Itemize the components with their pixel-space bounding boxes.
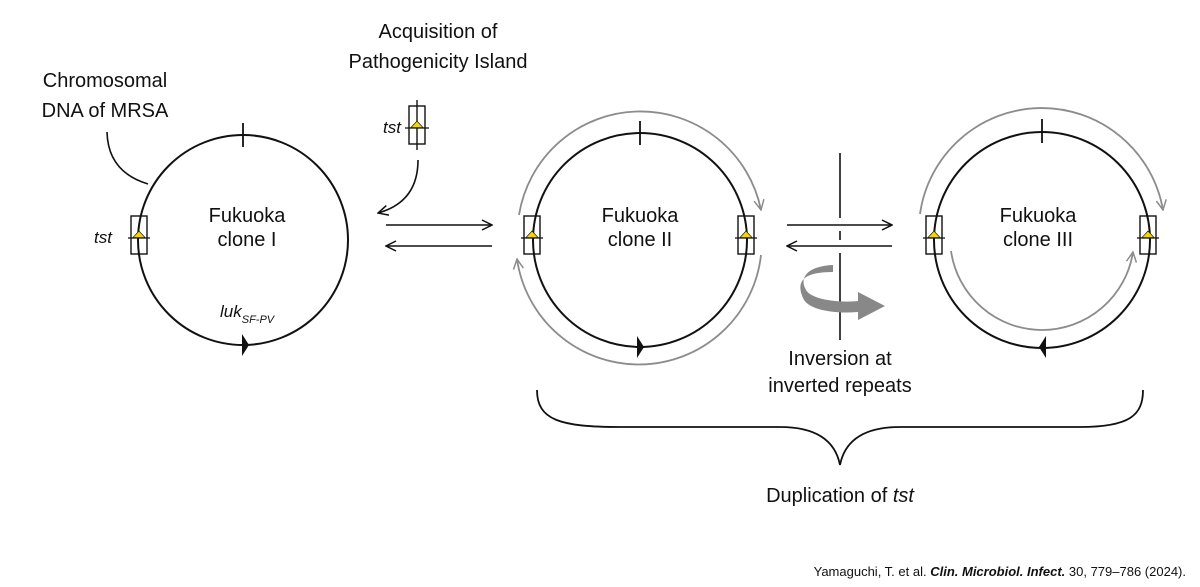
chromosomal-label-line1: Chromosomal xyxy=(43,70,167,92)
citation-details: 30, 779–786 (2024). xyxy=(1065,564,1186,579)
citation-journal: Clin. Microbiol. Infect. xyxy=(930,564,1066,579)
clone-2-name-line2: clone II xyxy=(608,229,672,251)
duplication-brace xyxy=(536,389,1144,466)
clone-2-left-tst-element xyxy=(521,215,543,255)
tst-marker-icon xyxy=(525,230,539,238)
clone-3-name-line1: Fukuoka xyxy=(1000,205,1078,227)
acquisition-label-line2: Pathogenicity Island xyxy=(348,51,527,73)
tst-island-label: tst xyxy=(383,118,402,137)
clone-3-name-line2: clone III xyxy=(1003,229,1073,251)
insertion-arrow xyxy=(378,159,419,213)
chromosomal-pointer-line xyxy=(106,131,149,185)
luk-label: lukSF-PV xyxy=(220,302,276,326)
rotation-arrow-icon xyxy=(800,265,885,320)
clone-2-luk-marker-icon xyxy=(637,336,644,358)
clone-3: Fukuoka clone III xyxy=(919,107,1163,358)
clone-1-luk-marker-icon xyxy=(242,334,249,356)
chromosomal-label-line2: DNA of MRSA xyxy=(42,100,169,122)
duplication-label: Duplication of tst xyxy=(766,485,915,507)
clone-3-outer-gray-arc xyxy=(919,107,1163,215)
clone-3-luk-marker-icon xyxy=(1039,336,1046,358)
inversion-label-line2: inverted repeats xyxy=(768,375,911,397)
clone-3-right-tst-element xyxy=(1137,215,1159,255)
tst-marker-icon xyxy=(410,120,424,128)
clone-3-inner-gray-arc xyxy=(950,251,1133,331)
citation: Yamaguchi, T. et al. Clin. Microbiol. In… xyxy=(814,564,1186,579)
tst-marker-icon xyxy=(1141,230,1155,238)
pathogenicity-island-tst-element xyxy=(405,100,429,150)
clone-1-name-line2: clone I xyxy=(218,229,277,251)
clone-3-left-tst-element xyxy=(923,215,945,255)
clone-2-lower-gray-arc xyxy=(517,254,762,366)
tst-marker-icon xyxy=(739,230,753,238)
citation-authors: Yamaguchi, T. et al. xyxy=(813,564,931,579)
acquisition-label-line1: Acquisition of xyxy=(379,21,498,43)
tst-clone1-label: tst xyxy=(94,228,113,247)
clone-1: tst lukSF-PV Fukuoka clone I xyxy=(94,123,349,356)
clone-2-right-tst-element xyxy=(735,215,757,255)
clone-1-tst-element xyxy=(128,215,150,255)
clone-2-name-line1: Fukuoka xyxy=(602,205,680,227)
inversion-label-line1: Inversion at xyxy=(788,348,892,370)
clone-2: Fukuoka clone II xyxy=(517,110,762,366)
clone-2-upper-gray-arc xyxy=(518,110,761,216)
clone-1-name-line1: Fukuoka xyxy=(209,205,287,227)
tst-marker-icon xyxy=(132,230,146,238)
tst-marker-icon xyxy=(927,230,941,238)
